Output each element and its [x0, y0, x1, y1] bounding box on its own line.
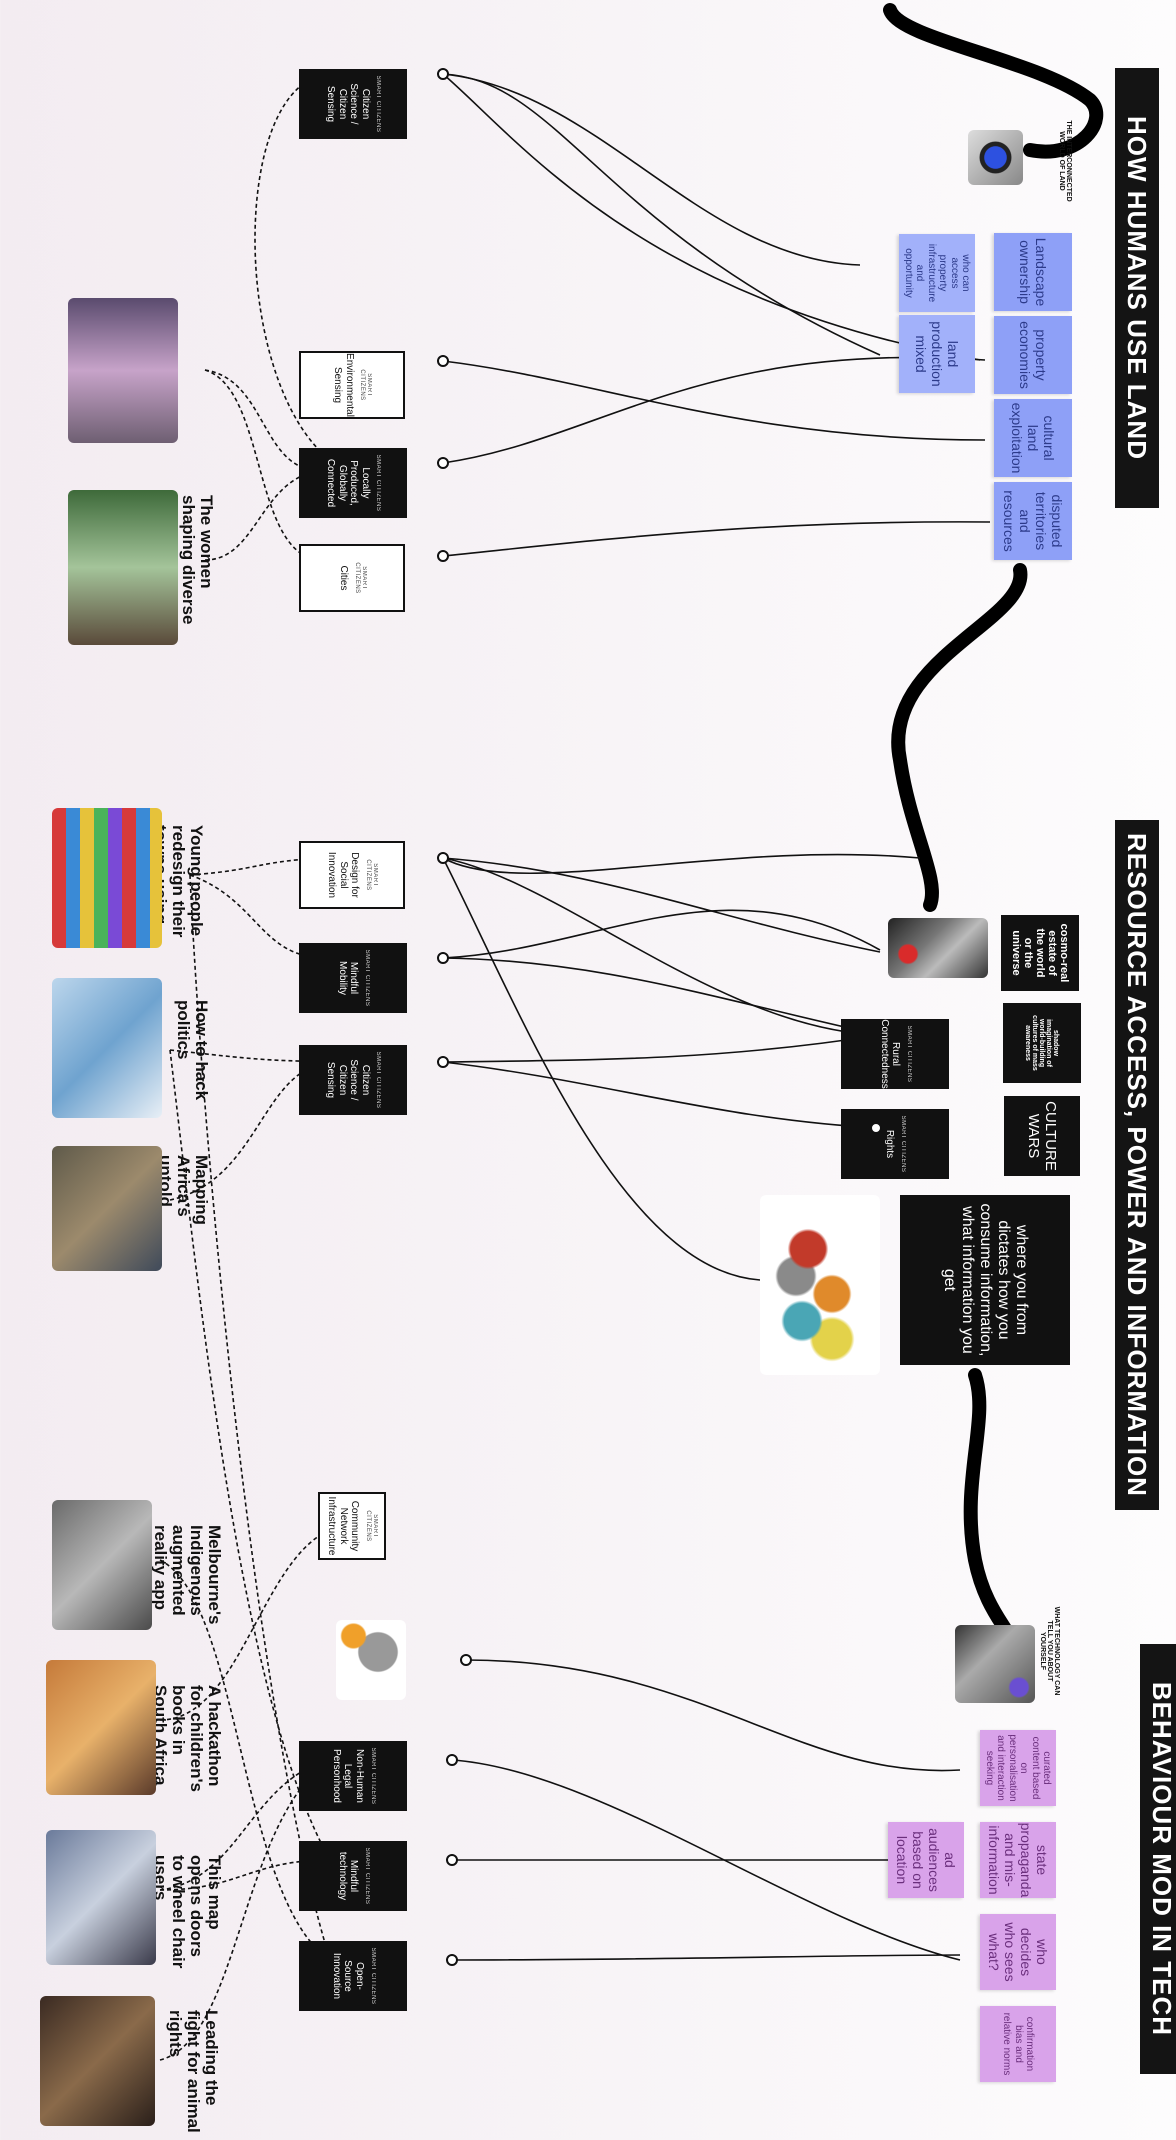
sticky-property-access[interactable]: who can access property infrastructure a… — [899, 234, 975, 312]
connector-node[interactable] — [446, 1754, 458, 1766]
sticky-curated-content[interactable]: curated content based on personalisation… — [980, 1730, 1056, 1806]
article-image — [46, 1830, 156, 1965]
land-illustration — [968, 130, 1023, 185]
connector — [443, 858, 880, 952]
connector-node[interactable] — [437, 355, 449, 367]
world-illustration — [888, 918, 988, 978]
article-image — [46, 1660, 156, 1795]
tree-illustration — [336, 1620, 406, 1700]
article-image — [52, 808, 162, 948]
article-image — [40, 1996, 155, 2126]
behaviour-caption: WHAT TECHNOLOGY CAN TELL YOU ABOUT YOURS… — [1039, 1606, 1061, 1696]
sticky-land-production[interactable]: land production mixed — [899, 315, 975, 393]
connector — [466, 1660, 960, 1771]
connector — [443, 958, 880, 1035]
section-title: BEHAVIOUR MOD IN TECH — [1147, 1682, 1176, 2036]
road-segment-2 — [898, 570, 1020, 905]
article-image — [52, 1146, 162, 1271]
sticky-state-propaganda[interactable]: state propaganda and mis-information — [980, 1822, 1056, 1898]
article-title[interactable]: How to hack politics — [174, 1000, 210, 1110]
article-title[interactable]: Melbourne's Indigenous augmented reality… — [152, 1525, 223, 1645]
connector-node[interactable] — [437, 852, 449, 864]
world-map-graphic — [760, 1195, 880, 1375]
article-title[interactable]: Leading the fight for animal rights — [166, 2010, 220, 2140]
article-image — [68, 490, 178, 645]
connector-node[interactable] — [446, 1954, 458, 1966]
article-image — [52, 1500, 152, 1630]
connector-node[interactable] — [870, 1122, 882, 1134]
section-banner-resource: RESOURCE ACCESS, POWER AND INFORMATION — [1115, 820, 1159, 1510]
note-culture-wars[interactable]: CULTURE WARS — [1004, 1096, 1080, 1176]
connector-node[interactable] — [437, 952, 449, 964]
road-segment-3 — [971, 1375, 1010, 1640]
connector — [443, 910, 880, 958]
connector — [443, 858, 760, 1280]
connector — [443, 1035, 880, 1062]
connector — [443, 74, 880, 355]
connector-node[interactable] — [437, 68, 449, 80]
robot-illustration — [955, 1625, 1035, 1703]
article-title[interactable]: A hackathon for children's books in Sout… — [152, 1685, 223, 1805]
connector — [443, 74, 860, 265]
section-title: RESOURCE ACCESS, POWER AND INFORMATION — [1122, 833, 1153, 1497]
connector-node[interactable] — [437, 457, 449, 469]
article-image — [68, 298, 178, 443]
sticky-landscape-ownership[interactable]: Landscape ownership — [994, 233, 1072, 311]
note-where-you-from[interactable]: where you from dictates how you consume … — [900, 1195, 1070, 1365]
connector — [443, 522, 990, 556]
connector — [443, 1062, 880, 1128]
tree-caption — [416, 1616, 438, 1686]
connector-node[interactable] — [437, 550, 449, 562]
connector — [452, 1955, 960, 1960]
article-image — [52, 978, 162, 1118]
sticky-who-decides[interactable]: who decides who sees what? — [980, 1914, 1056, 1990]
note-shadow-imagination[interactable]: shadow imagination of world-building cul… — [1003, 1003, 1081, 1083]
sticky-disputed-territories[interactable]: disputed territories and resources — [994, 482, 1072, 560]
connector — [443, 858, 880, 1035]
sticky-property-economies[interactable]: property economies — [994, 316, 1072, 394]
sticky-cultural-exploitation[interactable]: cultural land exploitation — [994, 399, 1072, 477]
note-cosmo-real-estate[interactable]: cosmo-real estate of the world or the un… — [1001, 915, 1079, 991]
sticky-ad-audiences[interactable]: ad audiences based on location — [888, 1822, 964, 1898]
connector — [452, 1760, 960, 1960]
sticky-confirmation-bias[interactable]: confirmation bias and relative norms — [980, 2006, 1056, 2082]
section-banner-behaviour: BEHAVIOUR MOD IN TECH — [1140, 1644, 1176, 2074]
section-banner-land: HOW HUMANS USE LAND — [1115, 68, 1159, 508]
connector-node[interactable] — [446, 1854, 458, 1866]
connector-node[interactable] — [460, 1654, 472, 1666]
land-caption: THE INTERCONNECTED WORLD OF LAND — [1054, 116, 1076, 206]
connector-node[interactable] — [437, 1056, 449, 1068]
article-title[interactable]: This map opens doors to wheel chair user… — [152, 1855, 223, 1975]
connector — [443, 855, 920, 874]
section-title: HOW HUMANS USE LAND — [1122, 116, 1153, 460]
